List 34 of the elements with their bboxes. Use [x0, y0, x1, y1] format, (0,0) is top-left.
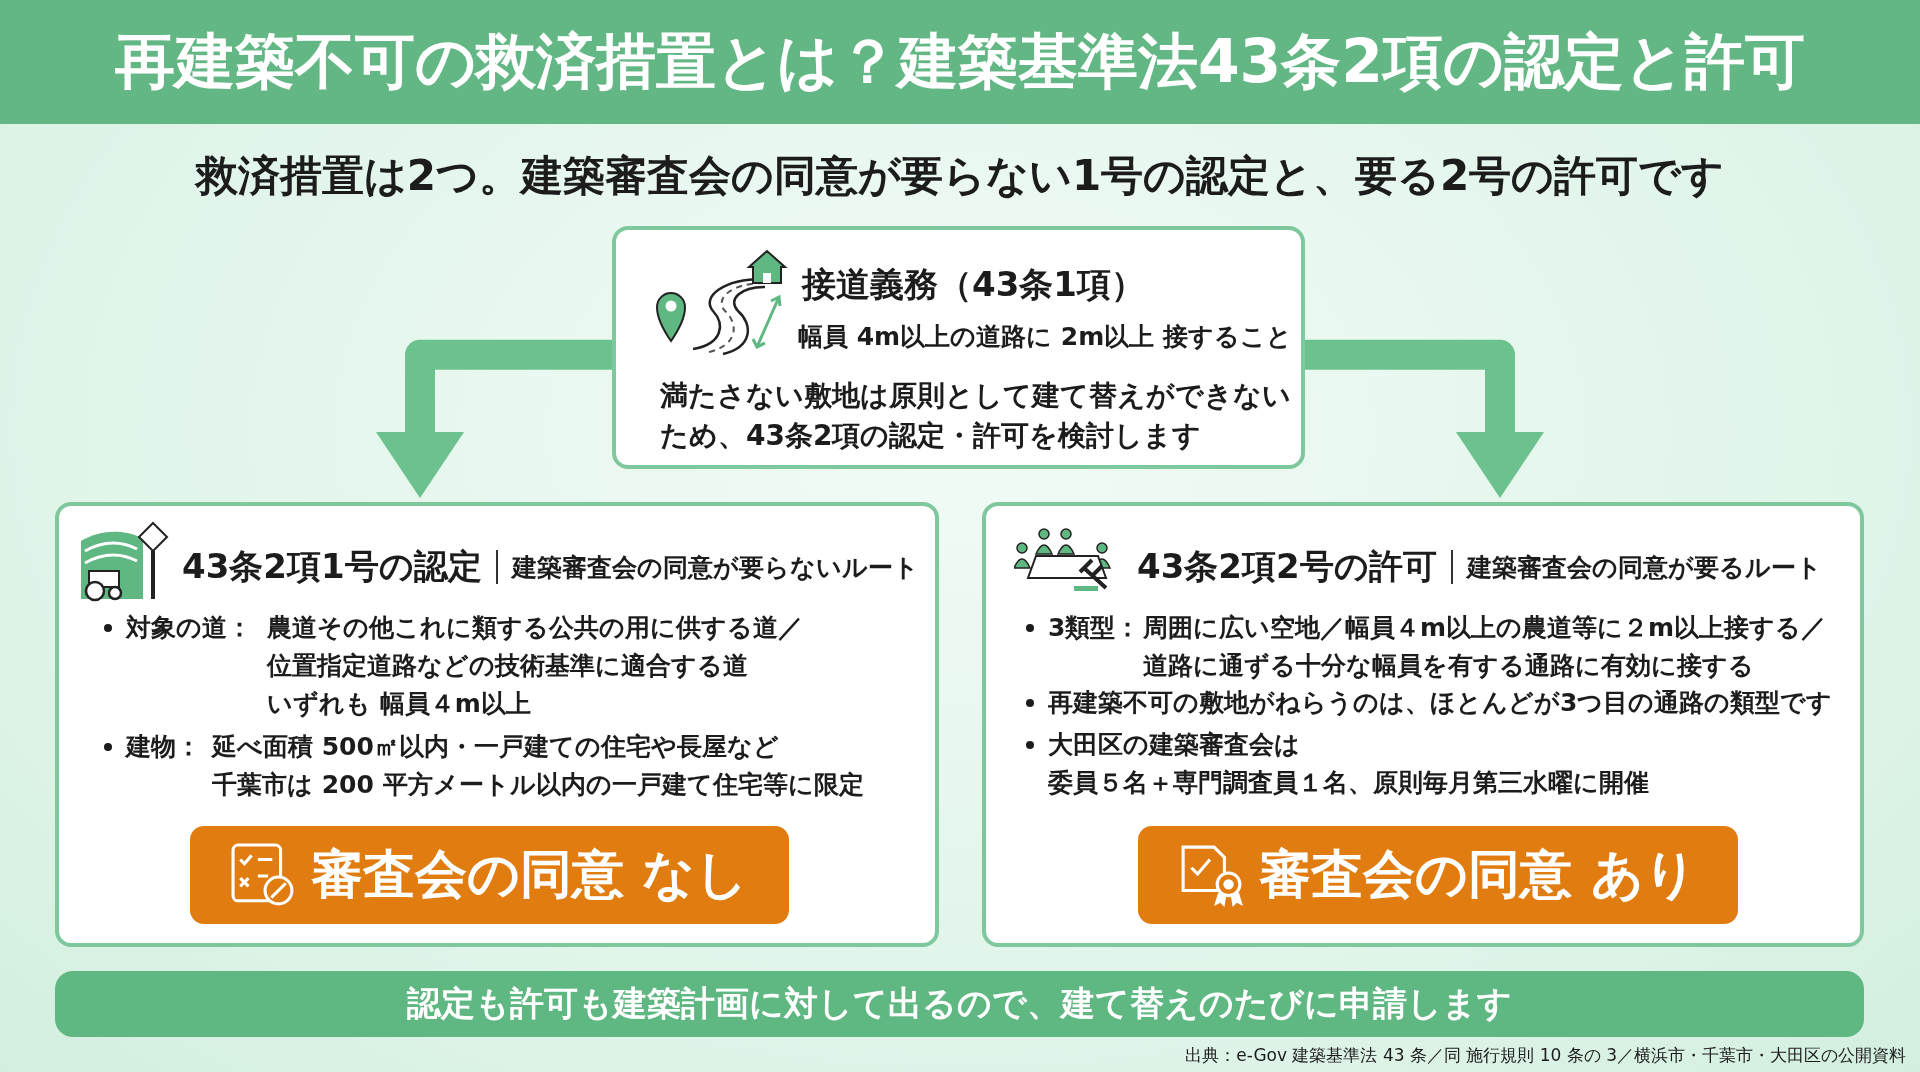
bullet-text: 大田区の建築審査会は — [1048, 729, 1300, 761]
card-subheading: 建築審査会の同意が要るルート — [1466, 551, 1822, 584]
summary-band — [55, 971, 1864, 1037]
title: 再建築不可の救済措置とは？建築基準法43条2項の認定と許可 — [114, 24, 1806, 98]
bullet-text: 千葉市は 200 平方メートル以内の一戸建て住宅等に限定 — [212, 769, 864, 801]
card-heading: 接道義務（43条1項） — [802, 263, 1145, 306]
card-subheading: 建築審査会の同意が要らないルート — [511, 551, 919, 584]
source-note: 出典：e-Gov 建築基準法 43 条／同 施行規則 10 条の 3／横浜市・千葉市・大田区の公開資料 — [1185, 1044, 1906, 1067]
bullet-text: 位置指定道路などの技術基準に適合する道 — [267, 650, 748, 682]
route-card — [55, 502, 939, 947]
arrow — [376, 339, 612, 498]
arrow — [1305, 339, 1544, 498]
requirement-text: 幅員 4m以上の道路に 2m以上 接すること — [798, 321, 1292, 353]
result-banner — [190, 826, 789, 924]
bullet-text: 再建築不可の敷地がねらうのは、ほとんどが3つ目の通路の類型です — [1048, 687, 1833, 719]
card-heading: 43条2項2号の許可 — [1137, 545, 1437, 588]
bullet-text: 委員５名＋専門調査員１名、原則毎月第三水曜に開催 — [1048, 767, 1649, 799]
banner-text: 審査会の同意 あり — [1259, 843, 1697, 906]
bullet-label: 3類型： — [1048, 612, 1141, 644]
bullet-text: 農道その他これに類する公共の用に供する道／ — [267, 612, 803, 644]
summary-text: 認定も許可も建築計画に対して出るので、建て替えのたびに申請します — [407, 982, 1512, 1025]
bullet-text: 延べ面積 500㎡以内・一戸建ての住宅や長屋など — [212, 731, 779, 763]
result-banner — [1138, 826, 1738, 924]
bullet-text: いずれも 幅員４m以上 — [267, 688, 531, 720]
body-text: 満たさない敷地は原則として建て替えができないため、43条2項の認定・許可を検討します — [660, 378, 1292, 454]
route-card — [982, 502, 1864, 947]
info-card — [612, 226, 1305, 469]
bullet-text: 道路に通ずる十分な幅員を有する通路に有効に接する — [1143, 650, 1754, 682]
card-heading: 43条2項1号の認定 — [182, 545, 482, 588]
bullet-label: 対象の道： — [126, 612, 252, 644]
subtitle: 救済措置は2つ。建築審査会の同意が要らない1号の認定と、要る2号の許可です — [195, 150, 1725, 202]
bullet-label: 建物： — [126, 731, 201, 763]
banner-text: 審査会の同意 なし — [310, 843, 749, 906]
bullet-text: 周囲に広い空地／幅員４m以上の農道等に２m以上接する／ — [1143, 612, 1827, 644]
